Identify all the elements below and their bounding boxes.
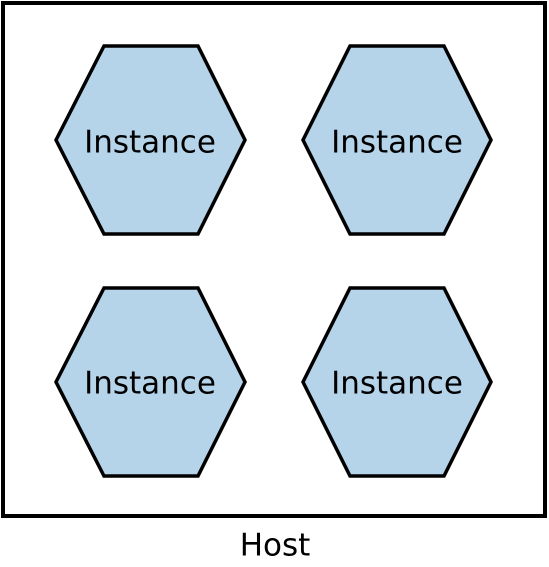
- instance-hexagon: [301, 44, 493, 236]
- instance-label: Instance: [84, 366, 216, 402]
- instance-node: Instance: [301, 44, 493, 236]
- instance-node: Instance: [54, 286, 247, 478]
- instance-label: Instance: [331, 125, 463, 161]
- host-label: Host: [240, 528, 311, 564]
- instance-hexagon: [54, 286, 247, 478]
- instance-node: Instance: [301, 286, 493, 478]
- instance-hexagon: [54, 44, 247, 236]
- instance-label: Instance: [331, 366, 463, 402]
- instance-node: Instance: [54, 44, 247, 236]
- instance-label: Instance: [84, 125, 216, 161]
- instance-hexagon: [301, 286, 493, 478]
